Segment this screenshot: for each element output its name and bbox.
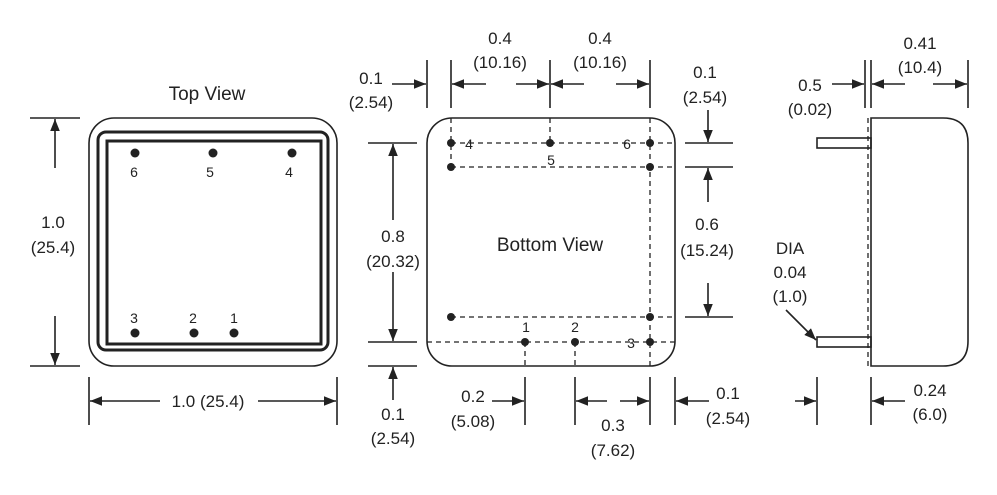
dim-text: (1.0) <box>773 287 808 306</box>
pin-5 <box>208 148 218 158</box>
pin-label-4: 4 <box>285 164 293 180</box>
pin-4 <box>287 148 297 158</box>
dim-text: (10.16) <box>473 53 527 72</box>
side-view-body <box>870 117 969 367</box>
pin-2 <box>189 328 199 338</box>
bottom-view: 4 5 6 1 2 3 Bottom View 0.1 (2.54) 0.4 (… <box>349 29 750 460</box>
dim-text: 0.2 <box>461 387 485 406</box>
width-dimension: 1.0 (25.4) <box>88 377 338 425</box>
bottom-view-title: Bottom View <box>497 235 604 256</box>
dim-text: (0.02) <box>788 100 832 119</box>
pin-site <box>646 313 654 321</box>
dim-top-right: 0.1 (2.54) <box>683 63 727 107</box>
pin-5 <box>546 139 554 147</box>
dim-text: (2.54) <box>371 429 415 448</box>
pin-1 <box>521 338 529 346</box>
pin-1 <box>229 328 239 338</box>
pin-label-3: 3 <box>627 335 635 351</box>
dim-text: 0.1 <box>359 69 383 88</box>
dim-text: 0.5 <box>798 76 822 95</box>
pin-site <box>646 163 654 171</box>
pin-label-2: 2 <box>571 319 579 335</box>
dim-left-edge: 0.1 (2.54) <box>349 69 393 112</box>
pin-label-5: 5 <box>547 152 555 168</box>
dim-text: 0.3 <box>601 416 625 435</box>
dim-text: (2.54) <box>706 409 750 428</box>
height-dimension: 1.0 (25.4) <box>30 117 80 367</box>
dim-text: 0.04 <box>773 263 806 282</box>
top-view-frame <box>96 130 330 352</box>
dim-text: 0.1 <box>381 405 405 424</box>
dim-pin-len: 0.24 (6.0) <box>913 381 948 424</box>
dim-pitch-b: 0.4 (10.16) <box>573 29 627 72</box>
dim-text: 1.0 <box>41 213 65 232</box>
dim-text: (5.08) <box>451 412 495 431</box>
pin-label-1: 1 <box>230 310 238 326</box>
dim-right-edge: 0.1 (2.54) <box>706 384 750 428</box>
dim-pin-dia: DIA 0.04 (1.0) <box>773 239 817 341</box>
dim-right-span: 0.6 (15.24) <box>680 215 734 260</box>
top-view: Top View 6 5 4 3 2 1 1.0 (25.4) 1.0 (25.… <box>30 84 338 425</box>
pin-site <box>447 163 455 171</box>
dim-text: DIA <box>776 239 805 258</box>
dim-text: 0.8 <box>381 227 405 246</box>
pin-6 <box>646 139 654 147</box>
dim-pin23: 0.3 (7.62) <box>591 416 635 460</box>
pin-2 <box>571 338 579 346</box>
dim-pitch-a: 0.4 (10.16) <box>473 29 527 72</box>
pin-6 <box>130 148 140 158</box>
pin-3 <box>646 338 654 346</box>
dim-text: 0.6 <box>695 215 719 234</box>
pin-label-4: 4 <box>465 136 473 152</box>
dim-height: 0.41 (10.4) <box>898 34 942 77</box>
dim-pin12: 0.2 (5.08) <box>451 387 495 431</box>
pin-3 <box>130 328 140 338</box>
dim-text: (15.24) <box>680 241 734 260</box>
side-pin-top <box>816 137 872 149</box>
pin-label-6: 6 <box>623 136 631 152</box>
top-view-title: Top View <box>169 84 246 105</box>
dim-text: (20.32) <box>366 252 420 271</box>
bottom-view-body-outline <box>426 117 676 367</box>
side-pin-bottom <box>816 336 872 348</box>
dim-text: 0.4 <box>488 29 512 48</box>
pin-label-3: 3 <box>130 310 138 326</box>
pin-label-6: 6 <box>130 164 138 180</box>
dim-text: 0.1 <box>693 63 717 82</box>
pin-site <box>447 313 455 321</box>
pin-4 <box>447 139 455 147</box>
pin-label-2: 2 <box>189 310 197 326</box>
dim-bottom-edge: 0.1 (2.54) <box>371 405 415 448</box>
top-view-body-outline <box>88 117 338 367</box>
top-view-inner-frame <box>105 139 323 346</box>
dim-text: 0.4 <box>588 29 612 48</box>
dim-text: 0.41 <box>903 34 936 53</box>
dim-text: 0.24 <box>913 381 946 400</box>
dim-text: (25.4) <box>31 238 75 257</box>
dim-text: (10.4) <box>898 58 942 77</box>
dim-text: (10.16) <box>573 53 627 72</box>
pin-label-1: 1 <box>522 319 530 335</box>
dim-text: 0.1 <box>716 384 740 403</box>
side-view: 0.5 (0.02) 0.41 (10.4) DIA 0.04 (1.0) 0.… <box>773 34 969 425</box>
dim-text: (2.54) <box>349 93 393 112</box>
dim-standoff: 0.5 (0.02) <box>788 76 832 119</box>
pin-label-5: 5 <box>206 164 214 180</box>
dim-text: (6.0) <box>913 405 948 424</box>
dim-row-span: 0.8 (20.32) <box>366 227 420 271</box>
dim-text: 1.0 (25.4) <box>172 392 245 411</box>
dim-text: (2.54) <box>683 88 727 107</box>
dim-text: (7.62) <box>591 441 635 460</box>
